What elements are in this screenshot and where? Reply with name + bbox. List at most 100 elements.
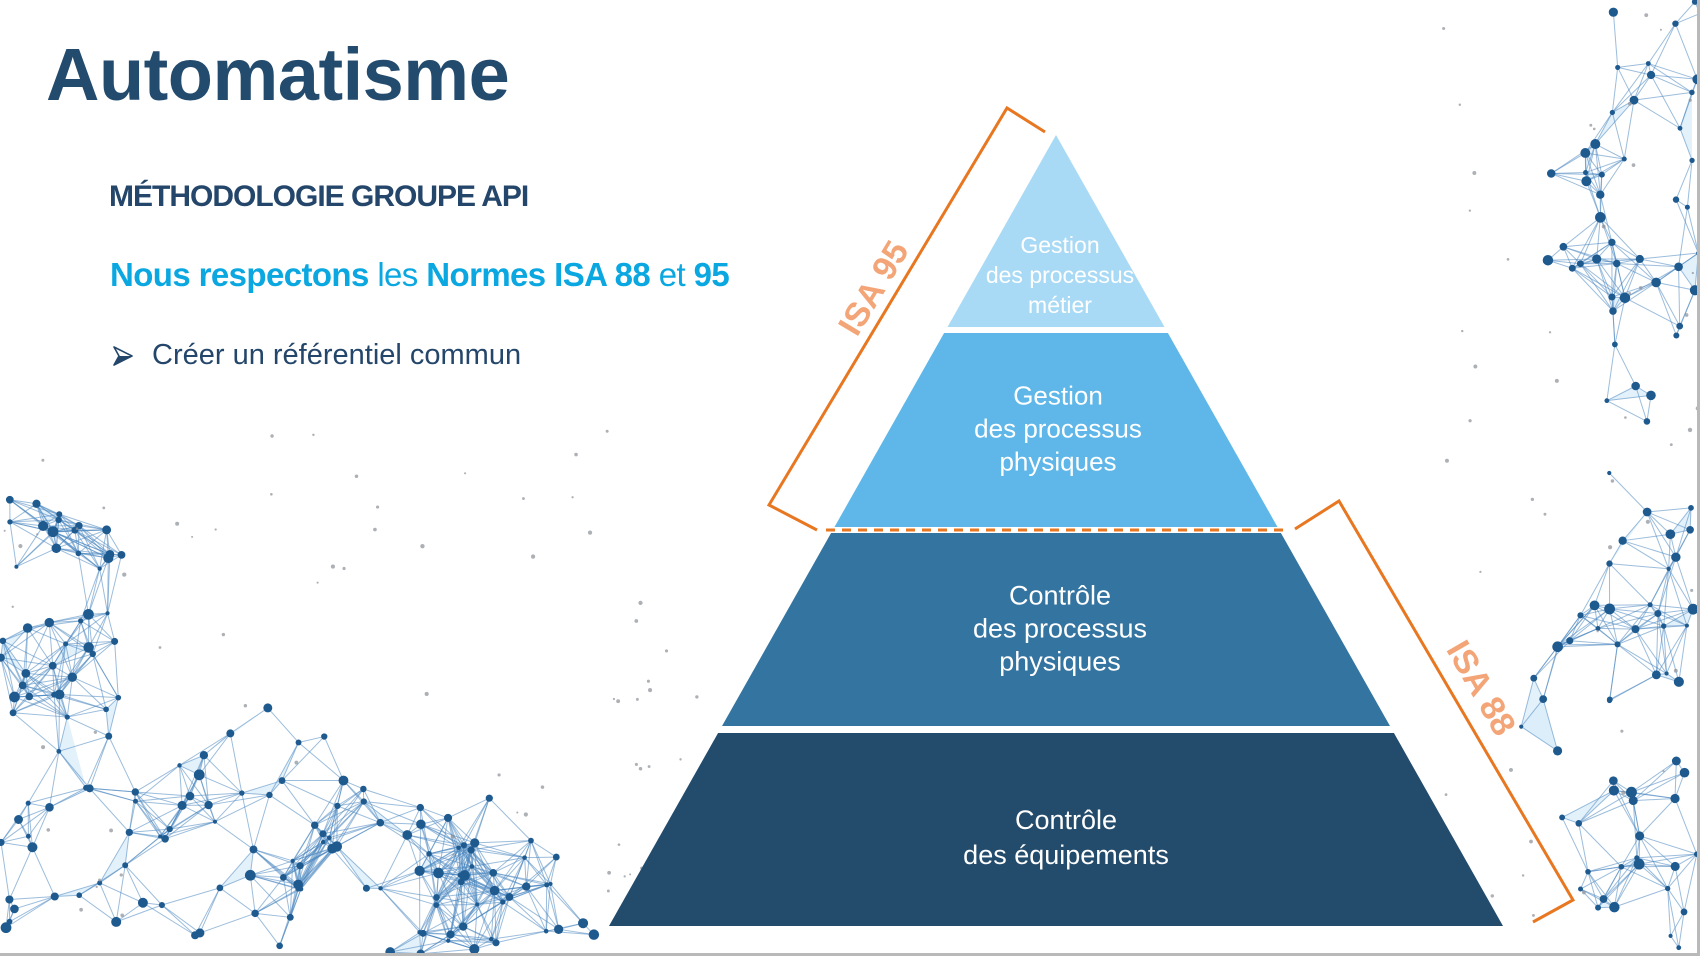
network-node	[1651, 277, 1661, 288]
tier-label-line: Gestion	[1020, 232, 1100, 258]
network-dust	[623, 875, 626, 878]
network-link	[203, 755, 210, 806]
network-link	[322, 822, 381, 835]
network-dust	[1688, 98, 1692, 102]
network-link	[1667, 888, 1680, 948]
norms-part-3: Normes ISA 88	[426, 256, 651, 293]
network-node	[1608, 293, 1616, 301]
network-link	[22, 684, 55, 696]
norms-part-4: et	[650, 256, 694, 293]
network-node	[191, 931, 200, 940]
network-dust	[1468, 209, 1472, 212]
network-link	[65, 613, 89, 645]
network-link	[1597, 627, 1636, 630]
network-link	[59, 693, 119, 699]
network-node	[1575, 820, 1583, 827]
network-link	[488, 797, 532, 841]
network-link	[74, 529, 109, 559]
network-link	[16, 547, 57, 568]
network-node	[588, 929, 600, 940]
network-facet	[1521, 678, 1544, 727]
pyramid-tier-4	[609, 733, 1503, 926]
network-link	[48, 622, 73, 678]
network-link	[1674, 866, 1685, 913]
network-link	[329, 822, 381, 839]
network-node	[56, 748, 62, 754]
network-link	[463, 845, 473, 867]
network-node	[161, 835, 169, 843]
network-dust	[638, 767, 643, 771]
network-node	[1654, 610, 1662, 618]
network-link	[1646, 511, 1691, 531]
network-link	[161, 904, 196, 936]
network-node	[1589, 600, 1600, 611]
network-link	[48, 751, 60, 808]
network-link	[124, 838, 166, 866]
network-dust	[36, 533, 39, 536]
network-node	[1661, 623, 1667, 629]
network-link	[1558, 605, 1595, 646]
network-link	[1623, 100, 1635, 160]
network-link	[419, 870, 437, 898]
network-node	[75, 550, 82, 557]
network-link	[1617, 643, 1657, 676]
network-link	[1633, 99, 1681, 129]
network-link	[1611, 258, 1641, 298]
network-link	[1587, 871, 1615, 908]
network-link	[1571, 267, 1613, 298]
network-link	[1655, 282, 1681, 327]
network-dust	[1442, 26, 1446, 31]
network-link	[1587, 857, 1637, 873]
network-link	[0, 819, 19, 843]
network-link	[87, 557, 109, 615]
network-dust	[1490, 894, 1495, 898]
network-link	[80, 612, 108, 622]
network-link	[419, 824, 422, 871]
network-link	[1584, 152, 1601, 195]
network-node	[1553, 746, 1563, 756]
network-link	[1561, 790, 1615, 818]
network-link	[1632, 760, 1677, 802]
network-link	[1563, 241, 1612, 248]
network-link	[493, 857, 525, 874]
network-link	[474, 842, 525, 859]
network-link	[74, 530, 79, 554]
network-link	[464, 875, 495, 892]
network-link	[107, 613, 116, 642]
network-link	[1580, 563, 1610, 616]
network-node	[1674, 262, 1683, 272]
network-link	[1594, 563, 1610, 606]
network-node	[0, 637, 7, 645]
network-link	[161, 904, 201, 934]
network-node	[115, 694, 122, 701]
network-link	[1596, 217, 1601, 260]
network-link	[1649, 604, 1688, 627]
network-node	[97, 566, 102, 571]
network-link	[1635, 628, 1667, 674]
network-node	[433, 902, 440, 908]
network-node	[446, 930, 455, 939]
network-link	[124, 832, 130, 866]
network-link	[241, 792, 270, 796]
network-dust	[1582, 890, 1586, 895]
network-link	[1586, 158, 1625, 182]
network-link	[58, 751, 87, 789]
network-link	[0, 842, 10, 900]
network-link	[269, 742, 299, 796]
tier-label-line: des processus	[985, 262, 1135, 288]
network-link	[422, 904, 437, 934]
network-node	[1664, 671, 1669, 676]
network-link	[1597, 613, 1659, 629]
network-link	[336, 822, 381, 847]
network-dust	[1645, 519, 1650, 524]
tier-label-line: Gestion	[1013, 380, 1103, 411]
network-link	[471, 840, 532, 851]
network-dust	[41, 745, 46, 750]
network-dust	[647, 765, 651, 768]
network-link	[1621, 866, 1668, 889]
network-link	[299, 825, 316, 866]
network-link	[1650, 74, 1681, 129]
network-node	[522, 855, 527, 860]
network-link	[323, 736, 344, 781]
